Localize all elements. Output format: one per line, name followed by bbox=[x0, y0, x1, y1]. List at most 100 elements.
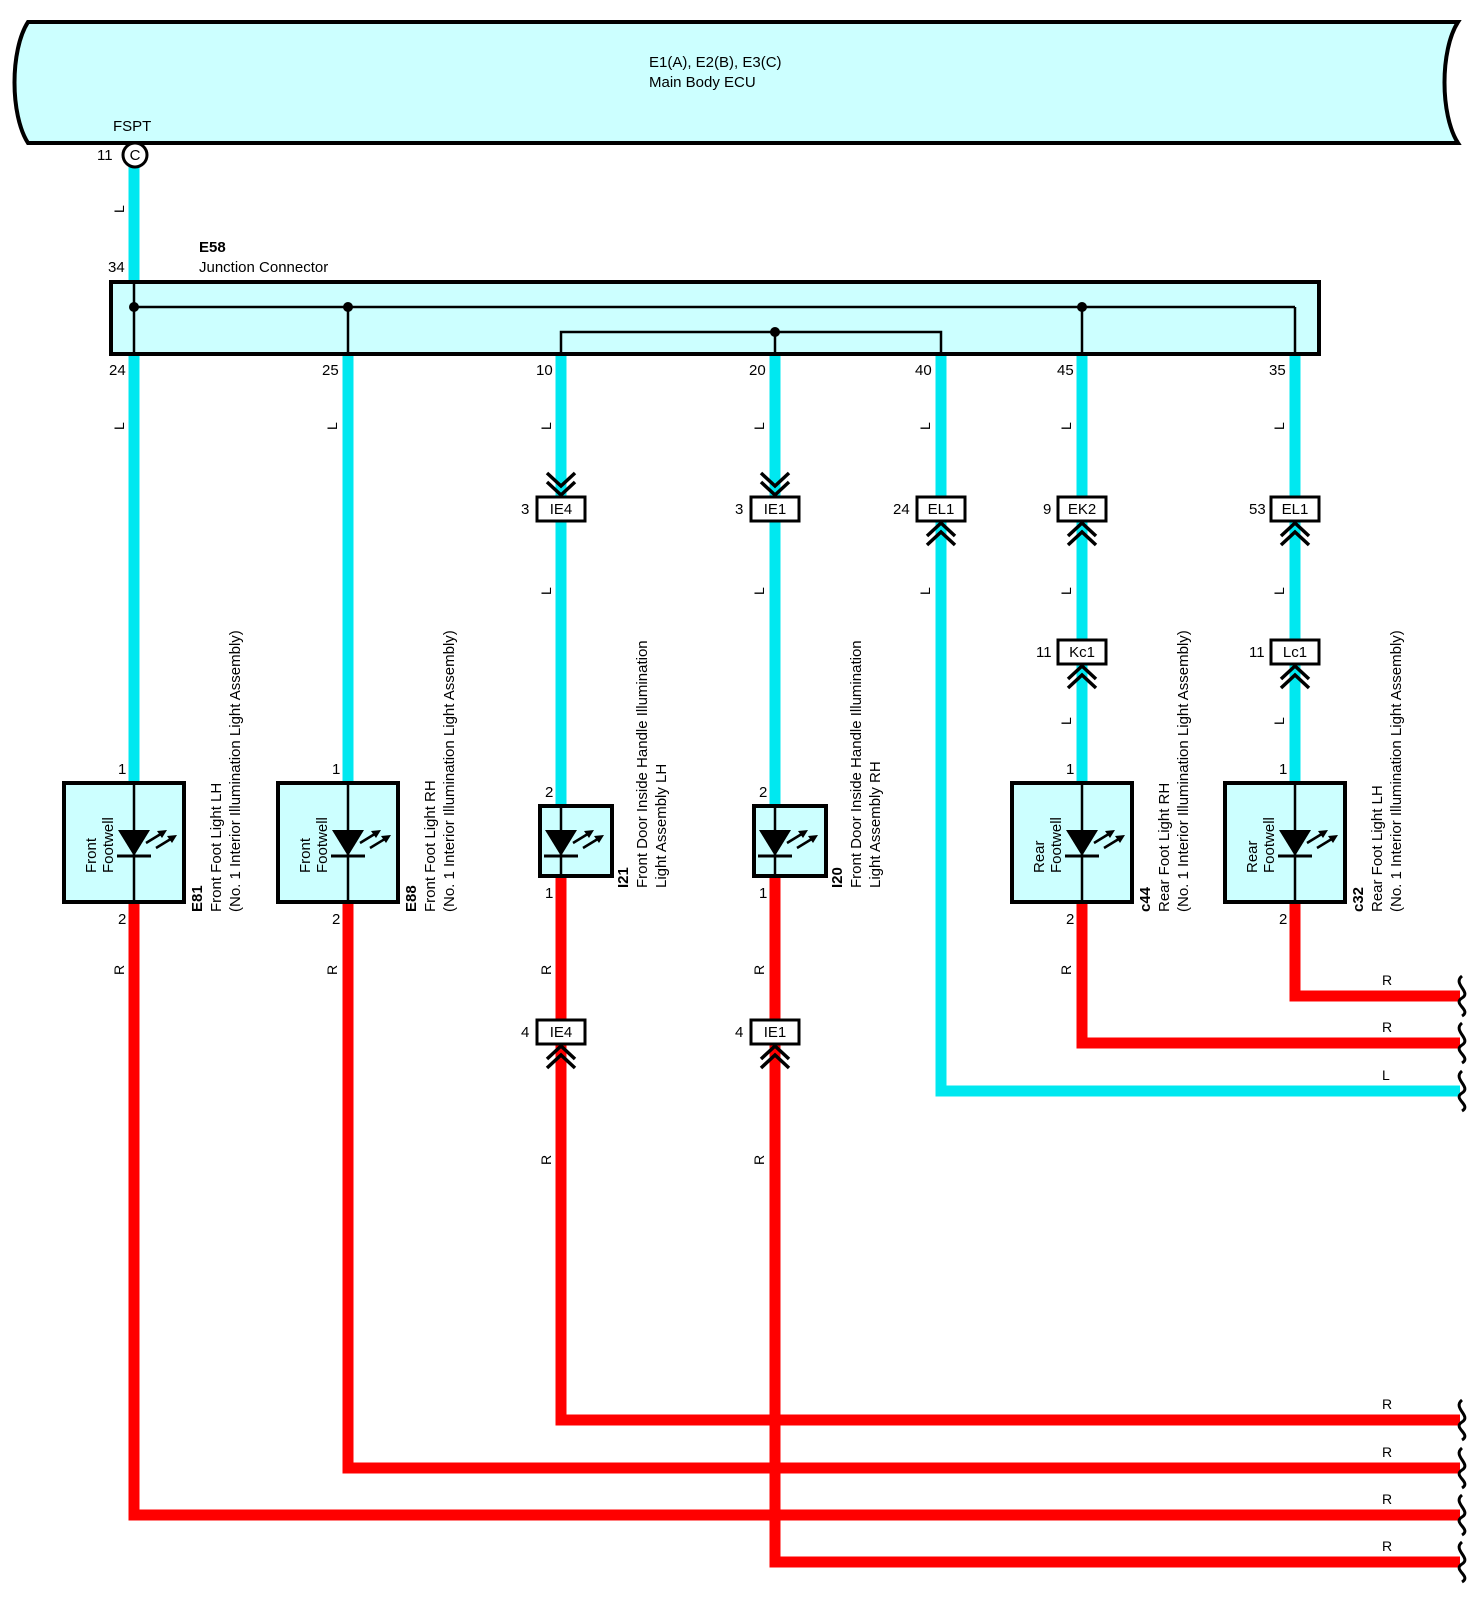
svg-text:R: R bbox=[751, 965, 767, 975]
component-c32: Rear Footwell 1 2 c32 Rear Foot Light LH… bbox=[1223, 630, 1405, 928]
connector-el1-53: EL1 53 bbox=[1249, 495, 1321, 547]
svg-text:4: 4 bbox=[521, 1024, 529, 1041]
component-name: Rear Foot Light RH bbox=[1156, 783, 1173, 912]
led-icon bbox=[117, 830, 177, 858]
svg-text:2: 2 bbox=[1066, 911, 1074, 928]
svg-text:1: 1 bbox=[759, 885, 767, 902]
svg-text:24: 24 bbox=[109, 362, 126, 379]
junction-output-pins: 24 25 10 20 40 45 35 bbox=[109, 362, 1286, 379]
svg-text:L: L bbox=[751, 587, 767, 595]
connector-ie1-top: IE1 3 bbox=[735, 471, 801, 523]
svg-text:L: L bbox=[1382, 1067, 1390, 1083]
svg-text:R: R bbox=[1382, 1019, 1392, 1035]
ecu-terminal-circle bbox=[121, 141, 149, 169]
svg-text:10: 10 bbox=[536, 362, 553, 379]
component-code: c32 bbox=[1350, 887, 1367, 912]
svg-text:IE4: IE4 bbox=[550, 501, 573, 518]
svg-text:IE4: IE4 bbox=[550, 1024, 573, 1041]
svg-text:L: L bbox=[1271, 717, 1287, 725]
component-sub: (No. 1 Interior Illumination Light Assem… bbox=[1175, 630, 1192, 912]
component-sub: (No. 1 Interior Illumination Light Assem… bbox=[227, 630, 244, 912]
svg-text:20: 20 bbox=[749, 362, 766, 379]
svg-text:L: L bbox=[1271, 587, 1287, 595]
component-code: I21 bbox=[615, 867, 632, 888]
led-icon bbox=[544, 830, 604, 858]
component-inner-label: Front bbox=[83, 837, 100, 873]
svg-text:Kc1: Kc1 bbox=[1069, 644, 1095, 661]
svg-text:L: L bbox=[538, 587, 554, 595]
connector-el1-24: EL1 24 bbox=[893, 495, 967, 547]
ecu-description: Main Body ECU bbox=[649, 74, 756, 91]
wire-i20-return bbox=[769, 876, 1460, 1568]
component-sub: (No. 1 Interior Illumination Light Assem… bbox=[1388, 630, 1405, 912]
svg-text:L: L bbox=[1271, 422, 1287, 430]
component-inner-label: Front bbox=[297, 837, 314, 873]
svg-text:R: R bbox=[1382, 972, 1392, 988]
connector-ie4-bottom: IE4 4 bbox=[521, 1018, 587, 1070]
svg-text:35: 35 bbox=[1269, 362, 1286, 379]
component-inner-label: Footwell bbox=[1261, 817, 1278, 873]
ecu-box bbox=[12, 20, 1462, 145]
wire-color-codes: L L L L L L L L L L L L L L L R R R R R … bbox=[111, 205, 1287, 1165]
svg-text:L: L bbox=[1058, 587, 1074, 595]
svg-text:9: 9 bbox=[1043, 501, 1051, 518]
ecu-terminal-letter: C bbox=[130, 147, 141, 164]
component-sub: (No. 1 Interior Illumination Light Assem… bbox=[441, 630, 458, 912]
component-inner-label: Footwell bbox=[314, 817, 331, 873]
svg-text:2: 2 bbox=[1279, 911, 1287, 928]
component-e88: Front Footwell 1 2 E88 Front Foot Light … bbox=[276, 630, 458, 928]
svg-text:EK2: EK2 bbox=[1068, 501, 1096, 518]
svg-text:11: 11 bbox=[1249, 644, 1265, 661]
connector-lc1: Lc1 11 bbox=[1249, 638, 1321, 690]
wire-e81-return bbox=[128, 902, 1460, 1521]
wire-i21-return bbox=[555, 876, 1460, 1426]
led-icon bbox=[1065, 830, 1125, 858]
svg-text:24: 24 bbox=[893, 501, 910, 518]
led-icon bbox=[758, 830, 818, 858]
svg-text:Lc1: Lc1 bbox=[1283, 644, 1307, 661]
wire-break-mark bbox=[1457, 1446, 1467, 1490]
svg-text:4: 4 bbox=[735, 1024, 743, 1041]
svg-text:1: 1 bbox=[332, 761, 340, 778]
svg-text:R: R bbox=[538, 965, 554, 975]
wire-break-marks bbox=[1457, 974, 1467, 1584]
svg-text:L: L bbox=[111, 205, 127, 213]
svg-text:R: R bbox=[1382, 1491, 1392, 1507]
component-sub: Light Assembly LH bbox=[653, 764, 670, 888]
svg-text:2: 2 bbox=[759, 784, 767, 801]
component-name: Front Foot Light LH bbox=[208, 783, 225, 912]
svg-text:L: L bbox=[1058, 422, 1074, 430]
svg-text:53: 53 bbox=[1249, 501, 1266, 518]
component-name: Front Door Inside Handle Illumination bbox=[634, 640, 651, 888]
svg-text:L: L bbox=[917, 587, 933, 595]
svg-text:R: R bbox=[324, 965, 340, 975]
component-i21: 2 1 I21 Front Door Inside Handle Illumin… bbox=[538, 640, 670, 902]
component-e81: Front Footwell 1 2 E81 Front Foot Light … bbox=[62, 630, 244, 928]
svg-text:EL1: EL1 bbox=[1282, 501, 1309, 518]
connector-ie4-top: IE4 3 bbox=[521, 471, 587, 523]
svg-text:L: L bbox=[538, 422, 554, 430]
led-icon bbox=[331, 830, 391, 858]
component-name: Front Door Inside Handle Illumination bbox=[848, 640, 865, 888]
component-inner-label: Rear bbox=[1244, 840, 1261, 873]
component-name: Front Foot Light RH bbox=[422, 780, 439, 912]
junction-input-pin: 34 bbox=[108, 259, 125, 276]
component-inner-label: Footwell bbox=[1048, 817, 1065, 873]
wire-break-mark bbox=[1457, 1540, 1467, 1584]
svg-text:2: 2 bbox=[332, 911, 340, 928]
junction-internal-bus bbox=[132, 282, 1297, 354]
component-code: E88 bbox=[403, 885, 420, 912]
svg-text:1: 1 bbox=[118, 761, 126, 778]
junction-splice-dots bbox=[129, 302, 1087, 337]
component-name: Rear Foot Light LH bbox=[1369, 785, 1386, 912]
svg-text:EL1: EL1 bbox=[928, 501, 955, 518]
inline-connectors: IE4 3 IE1 3 EL1 24 EK2 9 EL1 53 bbox=[521, 471, 1321, 1070]
wire-break-mark bbox=[1457, 1021, 1467, 1065]
component-inner-label: Footwell bbox=[100, 817, 117, 873]
wire-el1-out bbox=[935, 354, 1460, 1097]
svg-text:1: 1 bbox=[1279, 761, 1287, 778]
led-icon bbox=[1278, 830, 1338, 858]
ecu-terminal-name: FSPT bbox=[113, 118, 151, 135]
component-inner-label: Rear bbox=[1031, 840, 1048, 873]
junction-code: E58 bbox=[199, 239, 226, 256]
